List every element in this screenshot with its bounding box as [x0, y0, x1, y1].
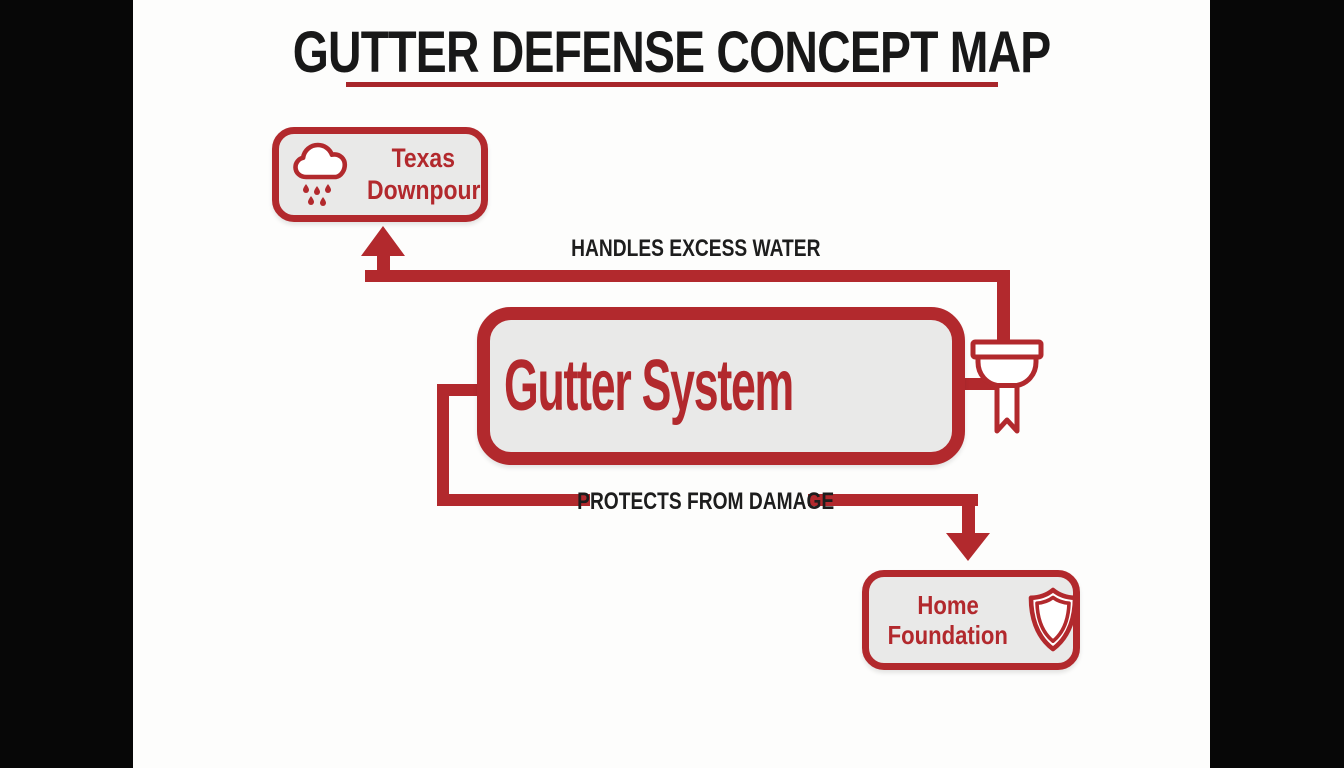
letterbox-left: [0, 0, 133, 768]
connector-protects-arrow-shaft: [962, 494, 975, 534]
node-gutter-system: Gutter System: [477, 307, 1044, 465]
page-title: GUTTER DEFENSE CONCEPT MAP: [133, 24, 1210, 82]
arrowhead-down-icon: [946, 533, 990, 561]
node-home-foundation: Home Foundation: [862, 570, 1080, 670]
connector-protects-stub: [437, 384, 487, 396]
rain-cloud-icon: [291, 140, 353, 210]
title-underline: [346, 82, 998, 87]
node-label-line1: Home: [917, 589, 979, 620]
node-gutter-system-label: Gutter System: [504, 346, 794, 426]
arrowhead-up-icon: [361, 226, 405, 256]
shield-icon: [1023, 586, 1083, 654]
connector-protects-vertical: [437, 384, 449, 506]
node-texas-downpour: Texas Downpour: [272, 127, 488, 222]
connector-handles-arrow-shaft: [377, 250, 390, 276]
edge-label-text: PROTECTS FROM DAMAGE: [577, 488, 835, 515]
letterbox-right: [1210, 0, 1344, 768]
connector-protects-horizontal-right: [808, 494, 978, 506]
gutter-funnel-icon: [970, 335, 1044, 437]
node-texas-downpour-label: Texas Downpour: [357, 143, 490, 206]
node-label-line1: Texas: [392, 143, 456, 174]
diagram-canvas: GUTTER DEFENSE CONCEPT MAP HANDLES EXCES…: [133, 0, 1210, 768]
page-title-text: GUTTER DEFENSE CONCEPT MAP: [292, 20, 1052, 85]
node-label-line2: Downpour: [367, 174, 481, 205]
node-home-foundation-label: Home Foundation: [877, 590, 1019, 650]
edge-label-handles-excess-water: HANDLES EXCESS WATER: [540, 237, 840, 261]
edge-label-text: HANDLES EXCESS WATER: [571, 235, 821, 262]
connector-handles-horizontal: [365, 270, 1010, 282]
connector-protects-horizontal-left: [437, 494, 590, 506]
node-label-line2: Foundation: [887, 620, 1008, 650]
edge-label-protects-from-damage: PROTECTS FROM DAMAGE: [545, 490, 845, 514]
